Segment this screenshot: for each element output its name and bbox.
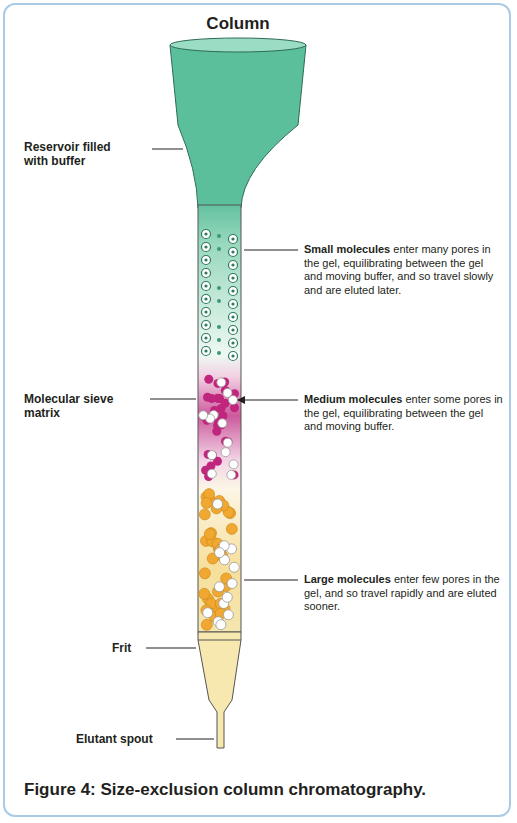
molecule-dot	[224, 437, 233, 446]
molecule-dot	[231, 237, 234, 240]
molecule-dot	[221, 448, 230, 457]
molecule-dot	[202, 295, 211, 304]
molecule-dot	[229, 261, 238, 270]
molecule-dot	[204, 375, 213, 384]
molecule-dot	[217, 378, 226, 387]
molecule-dot	[215, 548, 225, 558]
molecule-dot	[203, 608, 213, 618]
leader-line	[244, 250, 298, 251]
reservoir-rim	[170, 38, 306, 52]
molecule-dot	[229, 300, 238, 309]
molecule-dot	[229, 235, 238, 244]
molecule-dot	[218, 419, 227, 428]
molecule-dot	[217, 299, 221, 303]
molecule-dot	[217, 325, 221, 329]
molecule-dot	[204, 310, 207, 313]
molecule-dot	[204, 323, 207, 326]
molecule-dot	[202, 334, 211, 343]
annotation: Medium molecules enter some pores in the…	[304, 393, 504, 434]
part-label: Molecular sieve matrix	[24, 392, 142, 420]
molecule-dot	[202, 347, 211, 356]
molecule-dot	[204, 271, 207, 274]
molecule-dot	[217, 247, 221, 251]
molecule-dot	[229, 313, 238, 322]
leader-line	[146, 648, 196, 649]
molecule-dot	[207, 469, 216, 478]
molecule-dot	[207, 394, 216, 403]
molecule-dot	[231, 315, 234, 318]
molecule-dot	[204, 336, 207, 339]
molecule-dot	[229, 287, 238, 296]
molecule-dot	[214, 582, 224, 592]
figure-caption: Figure 4: Size-exclusion column chromato…	[24, 780, 504, 800]
molecule-dot	[217, 234, 221, 238]
molecule-dot	[213, 499, 223, 509]
annotation: Large molecules enter few pores in the g…	[304, 573, 504, 614]
leader-line	[244, 580, 298, 581]
molecule-dot	[202, 230, 211, 239]
molecule-dot	[204, 245, 207, 248]
molecule-dot	[199, 588, 210, 599]
molecule-dot	[202, 321, 211, 330]
molecule-dot	[231, 302, 234, 305]
molecule-dot	[222, 592, 232, 602]
column-tube	[198, 205, 241, 632]
molecule-dot	[229, 460, 238, 469]
annotation: Small molecules enter many pores in the …	[304, 243, 504, 297]
diagram-title: Column	[0, 14, 476, 34]
annotation-heading: Large molecules	[304, 573, 391, 585]
molecule-dot	[199, 411, 208, 420]
molecule-dot	[204, 284, 207, 287]
annotation-heading: Medium molecules	[304, 393, 402, 405]
molecule-dot	[229, 339, 238, 348]
molecule-dot	[231, 263, 234, 266]
molecule-dot	[199, 568, 210, 579]
molecule-dot	[231, 354, 234, 357]
molecule-dot	[217, 338, 221, 342]
molecule-dot	[227, 470, 236, 479]
part-label: Reservoir filled with buffer	[24, 140, 136, 168]
molecule-dot	[204, 232, 207, 235]
molecule-dot	[226, 523, 237, 534]
molecule-dot	[231, 250, 234, 253]
molecule-dot	[216, 620, 226, 630]
part-label: Frit	[112, 641, 131, 655]
molecule-dot	[199, 509, 210, 520]
frit-spout	[198, 632, 241, 748]
molecule-dot	[202, 269, 211, 278]
molecule-dot	[202, 282, 211, 291]
leader-line	[150, 399, 196, 400]
molecule-dot	[207, 451, 216, 460]
molecule-dot	[202, 256, 211, 265]
molecule-dot	[202, 243, 211, 252]
molecule-dot	[231, 276, 234, 279]
annotation-heading: Small molecules	[304, 243, 390, 255]
molecule-dot	[229, 274, 238, 283]
molecule-dot	[231, 328, 234, 331]
molecule-dot	[229, 562, 239, 572]
molecule-dot	[229, 396, 238, 405]
molecule-dot	[204, 349, 207, 352]
molecule-dot	[204, 529, 215, 540]
molecule-dot	[202, 308, 211, 317]
molecule-dot	[223, 438, 232, 447]
molecule-dot	[204, 258, 207, 261]
molecule-dot	[229, 326, 238, 335]
leader-line	[152, 149, 183, 150]
molecule-dot	[231, 341, 234, 344]
molecule-dot	[201, 498, 212, 509]
molecule-dot	[204, 297, 207, 300]
molecule-dot	[223, 610, 233, 620]
molecule-dot	[217, 286, 221, 290]
molecule-dot	[227, 579, 237, 589]
part-label: Elutant spout	[76, 732, 153, 746]
molecule-dot	[229, 248, 238, 257]
molecule-dot	[217, 351, 221, 355]
molecule-dot	[229, 352, 238, 361]
frit-line	[198, 640, 241, 641]
molecule-dot	[231, 289, 234, 292]
leader-arrow	[238, 400, 298, 401]
reservoir	[170, 45, 306, 208]
leader-line	[176, 739, 214, 740]
